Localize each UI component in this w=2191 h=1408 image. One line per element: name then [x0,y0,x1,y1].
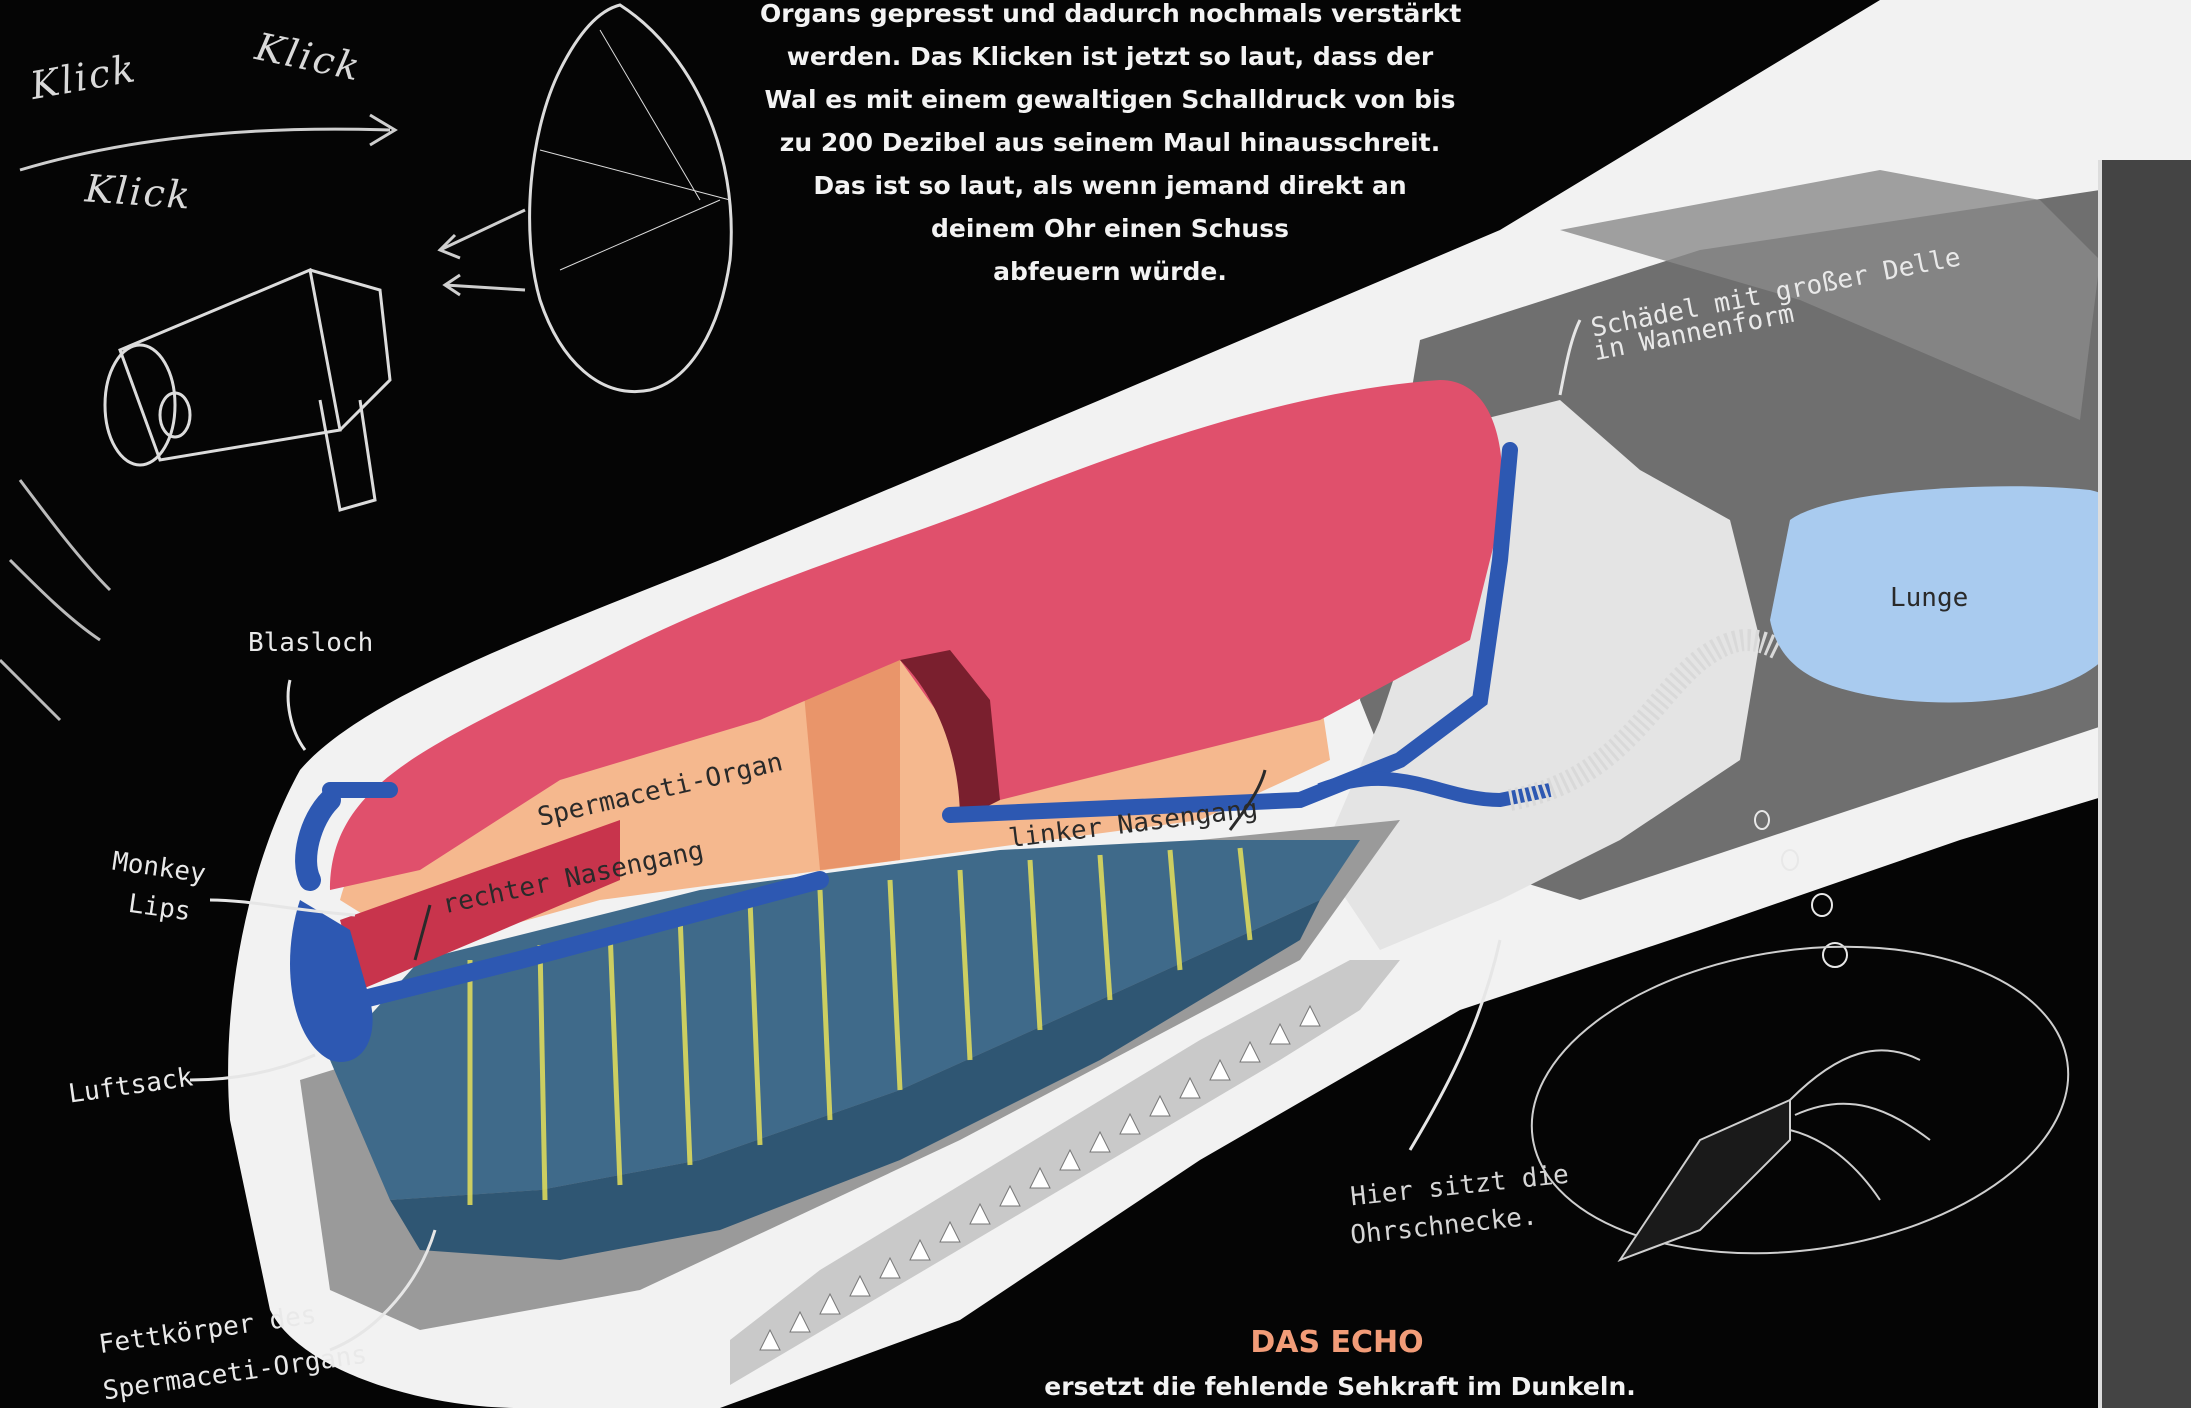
echo-subtitle: ersetzt die fehlende Sehkraft im Dunkeln… [1020,1372,1660,1401]
intro-line: Wal es mit einem gewaltigen Schalldruck … [760,78,1460,121]
intro-line: Organs gepresst und dadurch nochmals ver… [760,0,1460,35]
label-lunge: Lunge [1890,580,1968,616]
intro-line: Das ist so laut, als wenn jemand direkt … [760,164,1460,207]
intro-line: abfeuern würde. [760,250,1460,293]
echo-title: DAS ECHO [1242,1325,1432,1360]
squid-icon [1512,914,2088,1286]
page-edge [2098,160,2191,1408]
intro-line: deinem Ohr einen Schuss [760,207,1460,250]
parabolic-dish-icon [530,5,732,392]
klick-word: Klick [84,166,194,217]
megaphone-icon [105,270,390,510]
intro-line: zu 200 Dezibel aus seinem Maul hinaussch… [760,121,1460,164]
intro-text: Organs gepresst und dadurch nochmals ver… [760,0,1460,293]
sound-waves [0,480,110,720]
intro-line: werden. Das Klicken ist jetzt so laut, d… [760,35,1460,78]
label-blasloch: Blasloch [248,625,373,661]
